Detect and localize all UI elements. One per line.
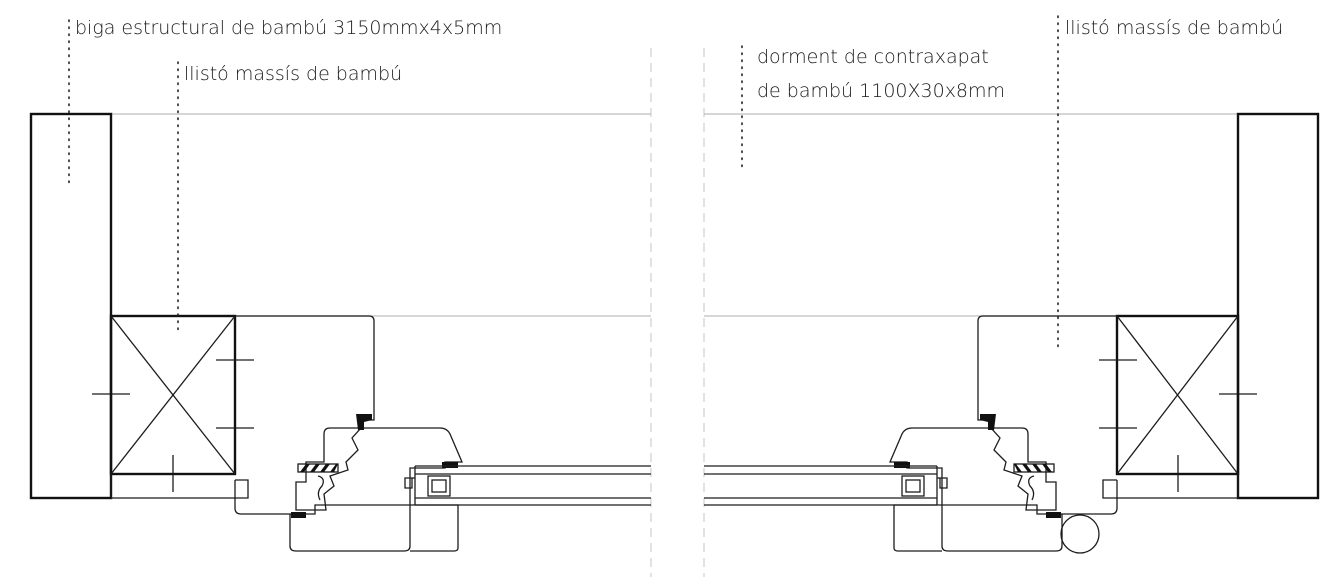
strip-cross	[1116, 315, 1239, 475]
structural-beam	[29, 112, 113, 500]
weather-seal	[1028, 475, 1035, 501]
glazing-edge	[936, 466, 940, 505]
glazing-bead	[893, 504, 942, 552]
outer-stop	[941, 505, 1063, 552]
trim-base	[1102, 474, 1239, 499]
spacer-bar-inner	[905, 479, 921, 493]
gasket	[980, 414, 996, 430]
hinge-roller	[1060, 514, 1100, 554]
gasket	[1046, 512, 1061, 518]
glazing-edge	[412, 466, 416, 505]
window-sash	[295, 427, 363, 511]
trim-base	[110, 474, 249, 499]
window-sash	[989, 427, 1057, 511]
window-frame	[234, 315, 463, 515]
gasket	[894, 462, 910, 468]
glazing-clip	[404, 477, 413, 489]
strip-cross	[110, 315, 236, 475]
gasket	[442, 462, 458, 468]
glazing-panes	[704, 465, 937, 506]
spacer-bar	[901, 475, 925, 497]
strip-left-label: llistó massís de bambú	[184, 63, 402, 85]
left-jamb	[29, 112, 651, 552]
outer-stop	[289, 505, 411, 552]
spacer-bar	[427, 475, 451, 497]
strip-right-label: llistó massís de bambú	[1065, 17, 1283, 39]
glazing-bead	[410, 504, 459, 552]
weatherstrip	[297, 463, 339, 473]
weatherstrip	[1013, 463, 1055, 473]
frame-label-line1: dorment de contraxapat	[757, 46, 989, 68]
spacer-bar-inner	[431, 479, 447, 493]
beam-label: biga estructural de bambú 3150mmx4x5mm	[75, 17, 502, 39]
right-jamb	[704, 112, 1320, 552]
gasket	[291, 512, 306, 518]
weather-seal	[317, 475, 324, 501]
structural-beam	[1236, 112, 1320, 500]
gasket	[356, 414, 372, 430]
glazing-clip	[939, 477, 948, 489]
window-frame	[889, 315, 1118, 515]
frame-label-line2: de bambú 1100X30x8mm	[757, 80, 1005, 102]
glazing-panes	[415, 465, 651, 506]
